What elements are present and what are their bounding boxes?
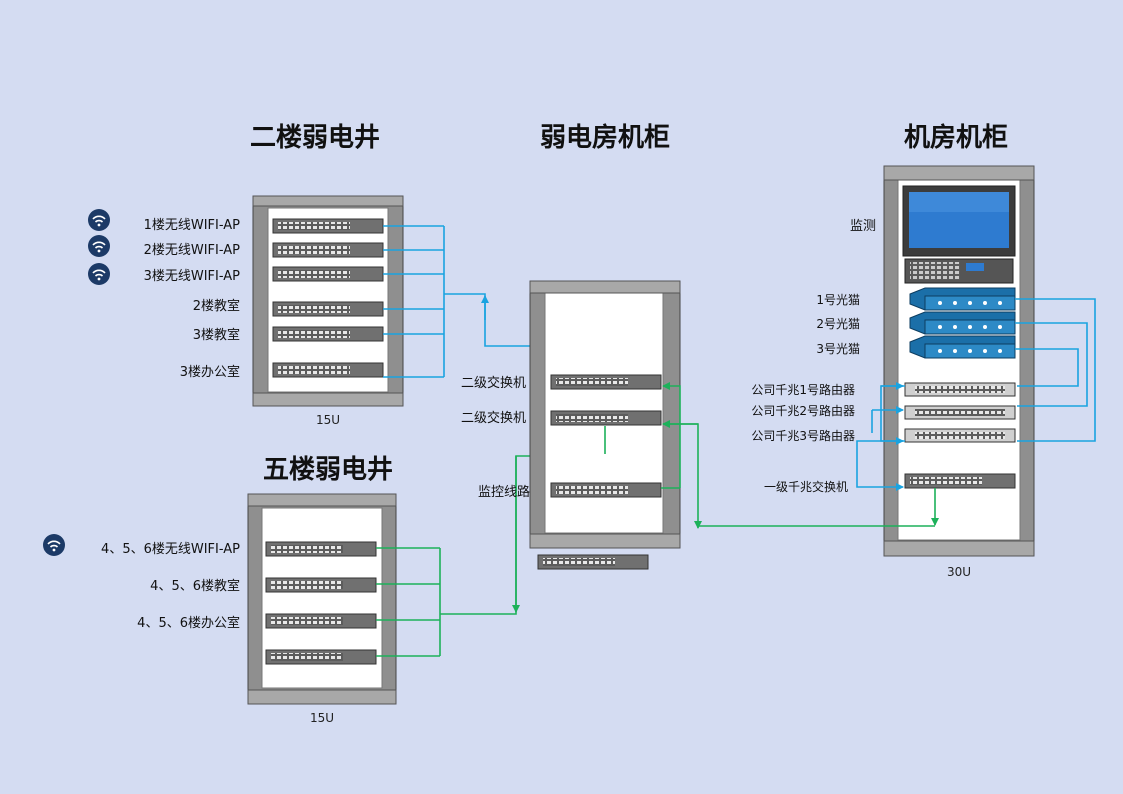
floor2-switch-5 [272, 326, 384, 342]
server-label-router-3: 公司千兆3号路由器 [751, 428, 855, 443]
optical-modem-2 [909, 311, 1016, 335]
weak-cabinet-rack [529, 280, 681, 549]
title-server-cabinet: 机房机柜 [904, 123, 1008, 153]
weak-cabinet-label-switch-a: 二级交换机 [461, 375, 526, 391]
server-cabinet-rack [883, 165, 1035, 557]
secondary-switch-a [550, 374, 662, 390]
floor5-label-1: 4、5、6楼无线WIFI-AP [101, 542, 240, 557]
floor2-label-1: 1楼无线WIFI-AP [144, 218, 241, 233]
floor5-switch-1 [265, 541, 377, 557]
floor5-label-3: 4、5、6楼办公室 [137, 615, 240, 631]
wifi-icon [88, 209, 110, 231]
floor2-label-6: 3楼办公室 [180, 364, 240, 380]
wifi-icon [43, 534, 65, 556]
floor5-rack-units: 15U [310, 711, 334, 725]
floor5-label-2: 4、5、6楼教室 [150, 578, 240, 594]
server-rack-units: 30U [947, 565, 971, 579]
server-wan-lines [856, 298, 1096, 491]
server-label-modem-2: 2号光猫 [816, 317, 860, 331]
secondary-switch-b [550, 410, 662, 426]
server-label-router-1: 公司千兆1号路由器 [751, 382, 855, 397]
floor5-switch-4 [265, 649, 377, 665]
wifi-icon [88, 263, 110, 285]
floor2-switch-2 [272, 242, 384, 258]
server-label-router-2: 公司千兆2号路由器 [751, 403, 855, 418]
floor2-switch-1 [272, 218, 384, 234]
core-to-weak-cabinet-lines [604, 382, 939, 529]
optical-modem-3 [909, 335, 1016, 359]
server-label-modem-3: 3号光猫 [816, 342, 860, 356]
weak-cabinet-label-switch-b: 二级交换机 [461, 410, 526, 426]
spare-switch [537, 554, 649, 570]
floor2-label-2: 2楼无线WIFI-AP [144, 243, 241, 258]
wifi-icon [88, 235, 110, 257]
floor5-rack [247, 493, 397, 705]
router-2 [904, 405, 1016, 420]
server-label-modem-1: 1号光猫 [816, 293, 860, 307]
weak-cabinet-label-monitor: 监控线路 [478, 484, 530, 500]
server-label-monitor: 监测 [850, 219, 876, 234]
router-1 [904, 382, 1016, 397]
floor2-label-4: 2楼教室 [193, 298, 240, 314]
core-switch [904, 473, 1016, 489]
monitor-screen [902, 185, 1016, 284]
title-weak-cabinet: 弱电房机柜 [540, 123, 670, 153]
optical-modem-1 [909, 287, 1016, 311]
server-label-core-switch: 一级千兆交换机 [764, 479, 848, 494]
floor2-rack-units: 15U [316, 413, 340, 427]
floor2-switch-4 [272, 301, 384, 317]
floor2-rack [252, 195, 404, 407]
floor2-switch-6 [272, 362, 384, 378]
router-3 [904, 428, 1016, 443]
title-floor2-well: 二楼弱电井 [250, 123, 380, 153]
floor2-switch-3 [272, 266, 384, 282]
monitor-switch [550, 482, 662, 498]
floor5-switch-3 [265, 613, 377, 629]
title-floor5-well: 五楼弱电井 [263, 455, 393, 485]
floor2-label-5: 3楼教室 [193, 327, 240, 343]
floor5-switch-2 [265, 577, 377, 593]
floor2-label-3: 3楼无线WIFI-AP [144, 269, 241, 284]
